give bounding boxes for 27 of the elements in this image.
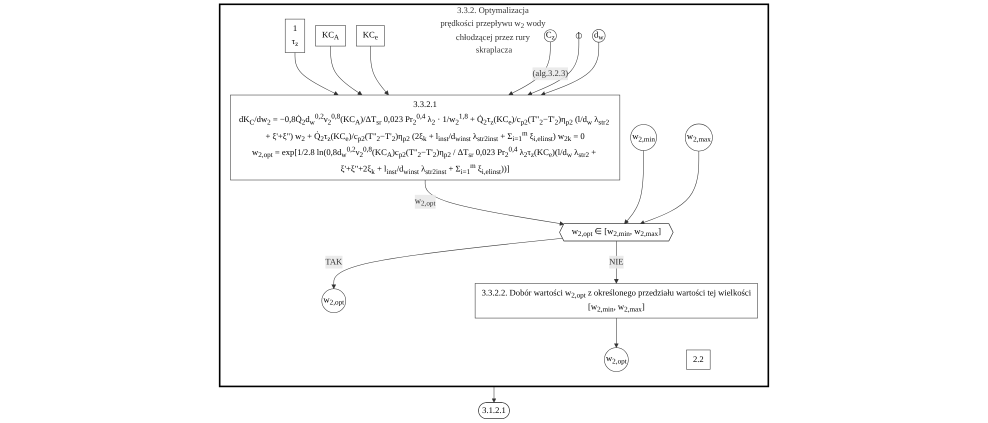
- node-circle: w$_{2,opt}$: [604, 347, 629, 372]
- node-circle: d$_{w}$: [592, 29, 606, 42]
- node-circle: w$_{2,max}$: [684, 124, 713, 152]
- node-box: 2.2: [686, 350, 710, 370]
- node-box: 3.3.2.1 dK$_{C}$/dw$_{2}$ = −0,8Q̇$_{2}$d$_{w}$$^{0,2}$ν$_{2}$$^{0,8}$(KC$_{A}$)/ΔT$_{sr}$ 0,023 Pr$_{2}$$^{0,4}$ λ$_{2}$ · 1/w$_{2}$$^{1,8}$ + Q̇$_{2}$τ$_{z}$(KC$_{e}$)/c$_{p2}$(T"$_{2}$−T'$_{2}$)η$_{p2}$ (l/d$_{w}$ λ$_{str2}$ + ξ'+ξ") w$_{2}$ + Q̇$_{2}$τ$_{z}$(KC$_{e}$)/c$_{p2}$(T"$_{2}$−T'$_{2}$)η$_{p2}$ (2ξ$_{k}$ + l$_{inst}$/d$_{winst}$ λ$_{str2inst}$ + Σ$_{i=1}$$^{m}$ ξ$_{i,elinst}$) w$_{2k}$ = 0 w$_{2,opt}$ = exp[1/2.8 ln(0,8d$_{w}$$^{0,2}$ν$_{2}$$^{0,8}$(KC$_{A}$)c$_{p2}$(T"$_{2}$−T'$_{2}$)η$_{p2}$ / ΔT$_{sr}$ 0,023 Pr$_{2}$$^{0,4}$ λ$_{2}$τ$_{z}$(KC$_{e}$)(l/d$_{w}$ λ$_{str2}$ + ξ'+ξ"+2ξ$_{k}$ + l$_{inst}$/d$_{winst}$ λ$_{str2inst}$ + Σ$_{i=1}$$^{m}$ ξ$_{i,elinst}$))]: [230, 94, 620, 180]
- arrow: [424, 180, 564, 226]
- arrow: [624, 150, 644, 224]
- edge-label: TAK: [325, 257, 342, 267]
- arrow: [492, 386, 496, 403]
- arrow: [370, 46, 389, 96]
- node-circle: w$_{2,opt}$: [322, 288, 346, 314]
- edge-label: (alg.3.2.3): [532, 68, 568, 78]
- arrow: [640, 150, 700, 225]
- node-box: 3.3.2.2. Dobór wartości w$_{2,opt}$ z określonego przedziału wartości tej wielkości [w$_{2,min}$, w$_{2,max}$]: [474, 283, 758, 318]
- node-circle: w$_{2,min}$: [630, 124, 657, 151]
- arrow: [294, 52, 339, 96]
- edge-label: w$_{2,opt}$: [414, 196, 436, 208]
- node-box: 1 τ$_{z}$: [284, 18, 306, 53]
- arrow: [330, 46, 362, 96]
- arrow: [540, 42, 600, 96]
- node-box: KC$_{e}$: [356, 25, 385, 46]
- edge-label: NIE: [609, 257, 624, 267]
- arrow: [614, 318, 619, 348]
- arrow: [331, 238, 563, 289]
- node-box: KC$_{A}$: [315, 25, 346, 46]
- node-circle: l: [576, 32, 582, 39]
- node-circle: C$_{z}$: [544, 29, 557, 42]
